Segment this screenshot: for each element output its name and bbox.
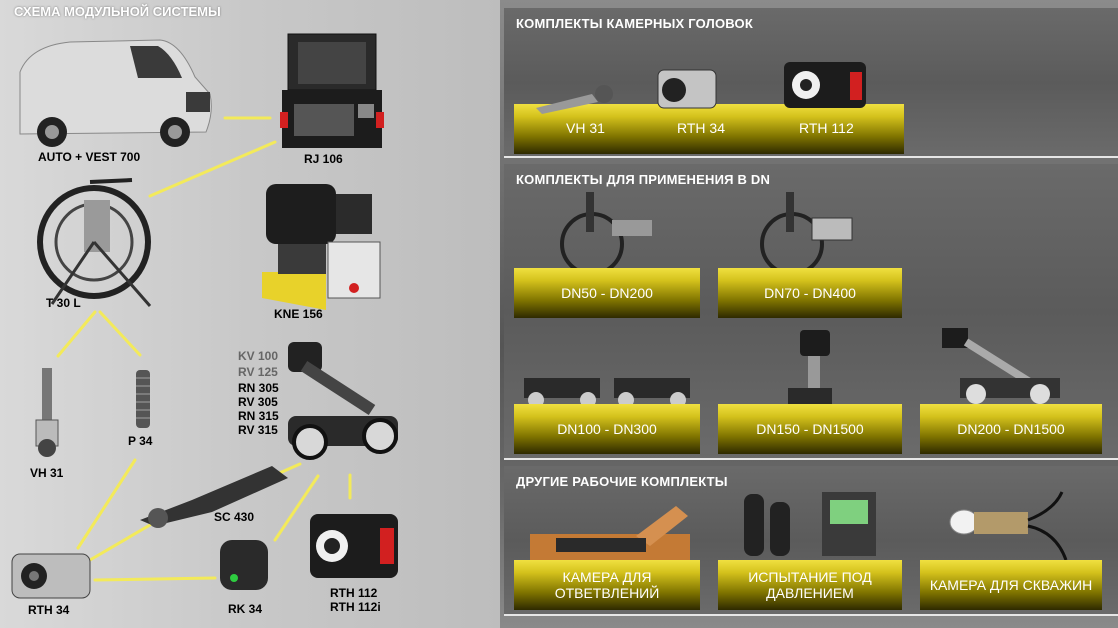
dn100-dn300-card[interactable]: DN100 - DN300 (514, 404, 700, 454)
rth112i-label: RTH 112i (330, 600, 381, 614)
dn50-dn200-card[interactable]: DN50 - DN200 (514, 268, 700, 318)
section-dn-kits-title: КОМПЛЕКТЫ ДЛЯ ПРИМЕНЕНИЯ В DN (516, 172, 771, 187)
p34-image (136, 370, 150, 428)
head-rth34-label: RTH 34 (677, 120, 725, 136)
dn150-image (788, 330, 832, 406)
crawler-rn315: RN 315 (238, 409, 279, 423)
lateral-camera-line2: ОТВЕТВЛЕНИЙ (554, 585, 660, 601)
link-p34-rth34 (76, 458, 137, 550)
dn150-dn1500-label: DN150 - DN1500 (756, 421, 864, 437)
pressure-test-line2: ДАВЛЕНИЕМ (766, 585, 854, 601)
head-rth112-label: RTH 112 (799, 120, 854, 136)
lateral-camera-line1: КАМЕРА ДЛЯ (562, 569, 652, 585)
dn200-dn1500-label: DN200 - DN1500 (957, 421, 1065, 437)
pressure-test-line1: ИСПЫТАНИЕ ПОД (748, 569, 872, 585)
head-rth34-image (657, 69, 717, 109)
dn70-image (760, 192, 853, 276)
pressure-test-card[interactable]: ИСПЫТАНИЕ ПОД ДАВЛЕНИЕМ (718, 560, 902, 610)
link-rth34-rk34 (93, 576, 217, 582)
crawler-kv100: KV 100 (238, 349, 279, 363)
vh31-label: VH 31 (30, 466, 64, 480)
crawler-rn305: RN 305 (238, 381, 279, 395)
dn200-dn1500-card[interactable]: DN200 - DN1500 (920, 404, 1102, 454)
dn70-dn400-label: DN70 - DN400 (764, 285, 856, 301)
lateral-camera-card[interactable]: КАМЕРА ДЛЯ ОТВЕТВЛЕНИЙ (514, 560, 700, 610)
dn50-dn200-label: DN50 - DN200 (561, 285, 653, 301)
link-reel-vh31 (56, 310, 97, 358)
rth112-label: RTH 112 (330, 586, 378, 600)
head-vh31-label: VH 31 (566, 120, 605, 136)
dn200-image (942, 328, 1060, 404)
kne-label: KNE 156 (274, 307, 323, 321)
pressure-test-image (744, 492, 876, 556)
dn150-dn1500-card[interactable]: DN150 - DN1500 (718, 404, 902, 454)
dn70-dn400-card[interactable]: DN70 - DN400 (718, 268, 902, 318)
camera-heads-bar (514, 104, 904, 154)
crawler-rv315: RV 315 (238, 423, 278, 437)
section-camera-heads-title: КОМПЛЕКТЫ КАМЕРНЫХ ГОЛОВОК (516, 16, 753, 31)
kne-image (262, 184, 381, 310)
link-rk34-crawler (273, 474, 320, 542)
link-reel-p34 (98, 310, 142, 357)
dn50-image (560, 192, 652, 276)
borehole-camera-image (949, 491, 1068, 561)
vh31-image (35, 368, 59, 457)
connection-lines (56, 116, 352, 582)
reel-label: T 30 L (46, 296, 81, 310)
rth34-label: RTH 34 (28, 603, 70, 617)
link-reel-control (148, 140, 277, 198)
borehole-camera-line1: КАМЕРА ДЛЯ СКВАЖИН (929, 577, 1093, 593)
rk34-image (220, 540, 268, 590)
crawler-rv305: RV 305 (238, 395, 278, 409)
crawler-rv125: RV 125 (238, 365, 278, 379)
rk34-label: RK 34 (228, 602, 263, 616)
borehole-camera-card[interactable]: КАМЕРА ДЛЯ СКВАЖИН (920, 560, 1102, 610)
head-rth112-image (784, 62, 866, 108)
section-other-kits-title: ДРУГИЕ РАБОЧИЕ КОМПЛЕКТЫ (516, 474, 728, 489)
control-unit-label: RJ 106 (304, 152, 343, 166)
rth34-image (11, 553, 91, 599)
p34-label: P 34 (128, 434, 153, 448)
van-label: AUTO + VEST 700 (38, 150, 141, 164)
link-rth34-sc430 (88, 523, 152, 562)
van-image (19, 39, 212, 147)
sc430-label: SC 430 (214, 510, 255, 524)
scheme-title: СХЕМА МОДУЛЬНОЙ СИСТЕМЫ (14, 4, 221, 19)
rth112-image (310, 514, 398, 578)
sc430-image (140, 466, 288, 528)
crawler-image (288, 342, 398, 460)
control-unit-image (280, 33, 384, 148)
head-vh31-image (536, 85, 613, 114)
lateral-camera-image (530, 506, 690, 560)
reel-image (37, 178, 152, 307)
dn100-dn300-label: DN100 - DN300 (557, 421, 657, 437)
